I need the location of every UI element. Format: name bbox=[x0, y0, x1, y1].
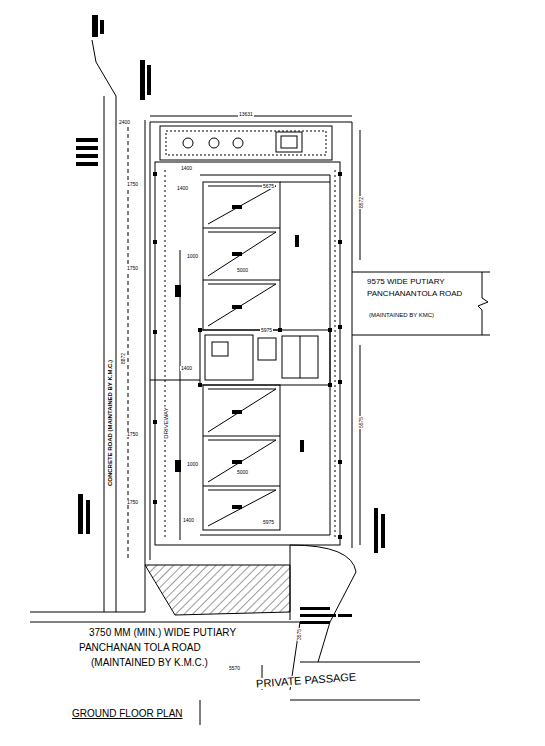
dimension: 1750 bbox=[126, 266, 139, 271]
road-label: PANCHANANTOLA ROAD bbox=[366, 290, 463, 298]
dimension: 1000 bbox=[186, 462, 199, 467]
plan-title: GROUND FLOOR PLAN bbox=[72, 708, 183, 719]
road-label: 3750 MM (MIN.) WIDE PUTIARY bbox=[88, 628, 237, 638]
dimension: 1750 bbox=[126, 182, 139, 187]
dimension: 1400 bbox=[180, 366, 193, 371]
driveway-label: DRIVEWAY bbox=[163, 406, 169, 439]
dimension: 5675 bbox=[262, 184, 275, 189]
passage-label: PRIVATE PASSAGE bbox=[255, 671, 358, 689]
dimension: 8572 bbox=[360, 196, 365, 209]
dimension: 3575 bbox=[298, 628, 303, 641]
road-label: CONCRETE ROAD (MAINTAINED BY K.M.C.) bbox=[107, 359, 113, 487]
dimension: 13631 bbox=[238, 112, 254, 117]
dimension: 5000 bbox=[236, 470, 249, 475]
dimension: 5570 bbox=[228, 666, 241, 671]
dimension: 1400 bbox=[176, 186, 189, 191]
road-label: PANCHANAN TOLA ROAD bbox=[78, 643, 202, 653]
dimension: 1400 bbox=[180, 166, 193, 171]
dimension: 1000 bbox=[186, 254, 199, 259]
dimension: 5975 bbox=[262, 520, 275, 525]
road-label: (MAINTAINED BY KMC) bbox=[368, 312, 435, 318]
road-label: 9575 WIDE PUTIARY bbox=[366, 278, 446, 286]
dimension: 1750 bbox=[126, 500, 139, 505]
road-label: (MAINTAINED BY K.M.C.) bbox=[90, 658, 209, 668]
dimension: 5575 bbox=[360, 416, 365, 429]
dimension: 5975 bbox=[260, 328, 273, 333]
dimension: 8872 bbox=[122, 352, 127, 365]
dimension: 5000 bbox=[236, 268, 249, 273]
dimension: 1750 bbox=[126, 432, 139, 437]
dimension: 1400 bbox=[182, 518, 195, 523]
dimension: 2400 bbox=[118, 120, 131, 125]
